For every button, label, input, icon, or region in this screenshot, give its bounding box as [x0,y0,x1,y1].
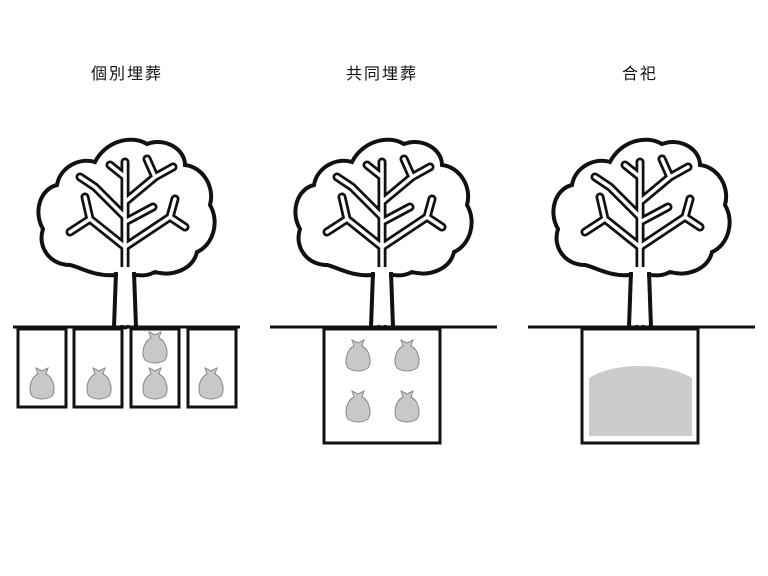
mixed-remains [589,366,692,436]
title-shared-burial: 共同埋葬 [345,64,418,83]
tree-shared [295,140,471,327]
title-individual-burial: 個別埋葬 [90,64,163,83]
tree-joint [553,140,729,327]
title-joint-enshrinement: 合祀 [621,64,658,83]
shared-grave [322,327,442,445]
tree-individual [38,140,214,327]
